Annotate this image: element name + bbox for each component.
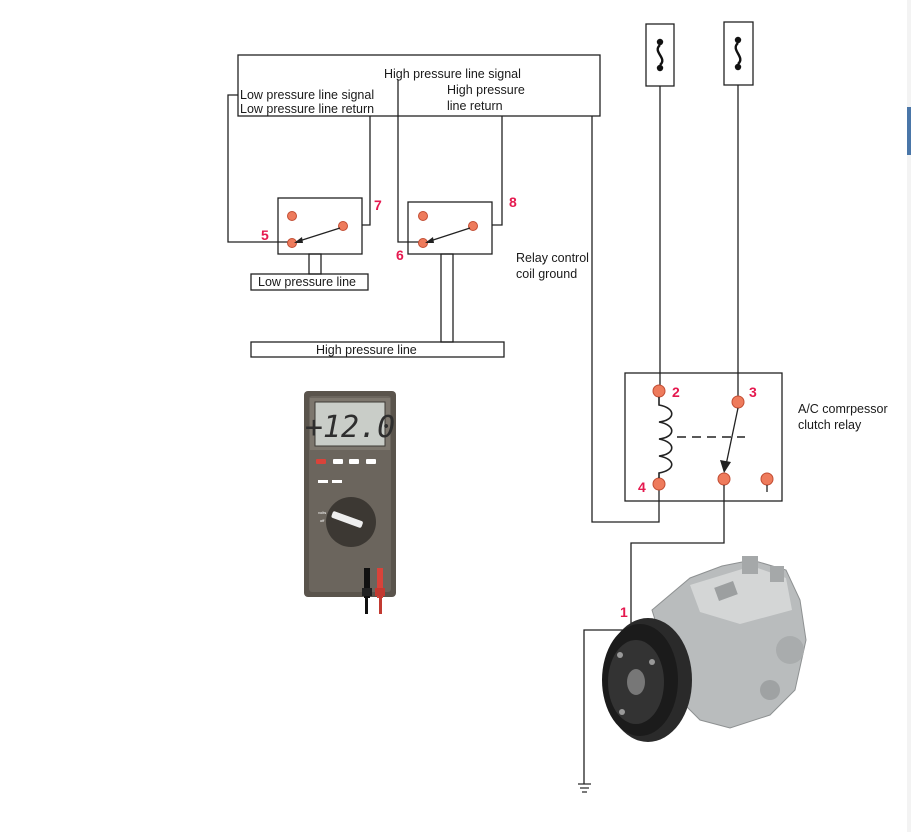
low-pressure-return-label: Low pressure line return bbox=[240, 102, 374, 116]
pin-label-5: 5 bbox=[261, 227, 269, 243]
pin-label-3: 3 bbox=[749, 384, 757, 400]
pin-label-4: 4 bbox=[638, 479, 646, 495]
ground-icon bbox=[578, 783, 591, 793]
high-pressure-line-label: High pressure line bbox=[316, 343, 417, 357]
clutch-relay bbox=[624, 372, 783, 630]
fuse-icon bbox=[723, 21, 754, 402]
relay-ground-label-line1: Relay control bbox=[516, 251, 589, 265]
high-pressure-return-label-line1: High pressure bbox=[447, 83, 525, 97]
dial-on-label: volts bbox=[318, 510, 326, 515]
pin-label-2: 2 bbox=[672, 384, 680, 400]
high-pressure-signal-label: High pressure line signal bbox=[384, 67, 521, 81]
dial-off-label: off bbox=[320, 518, 325, 523]
multimeter-screen bbox=[314, 401, 386, 447]
pin-label-1: 1 bbox=[620, 604, 628, 620]
low-pressure-signal-label: Low pressure line signal bbox=[240, 88, 374, 102]
multimeter-reading: +12.0 bbox=[305, 410, 395, 445]
low-pressure-switch bbox=[250, 197, 369, 291]
compressor-ground-wire bbox=[583, 629, 631, 784]
page-edge-tab bbox=[907, 107, 911, 155]
relay-ground-label-line2: coil ground bbox=[516, 267, 577, 281]
pin-label-8: 8 bbox=[509, 194, 517, 210]
relay-name-label-line1: A/C comrpessor bbox=[798, 402, 888, 416]
relay-name-label-line2: clutch relay bbox=[798, 418, 862, 432]
pin-label-6: 6 bbox=[396, 247, 404, 263]
high-pressure-return-label-line2: line return bbox=[447, 99, 503, 113]
high-pressure-switch bbox=[250, 201, 505, 358]
multimeter-icon bbox=[304, 391, 396, 614]
fuse-icon bbox=[645, 23, 675, 390]
sensor-wiring-loop bbox=[227, 54, 660, 523]
page-edge-strip bbox=[907, 0, 911, 832]
compressor-icon bbox=[602, 556, 807, 742]
low-pressure-line-label: Low pressure line bbox=[258, 275, 356, 289]
pin-label-7: 7 bbox=[374, 197, 382, 213]
